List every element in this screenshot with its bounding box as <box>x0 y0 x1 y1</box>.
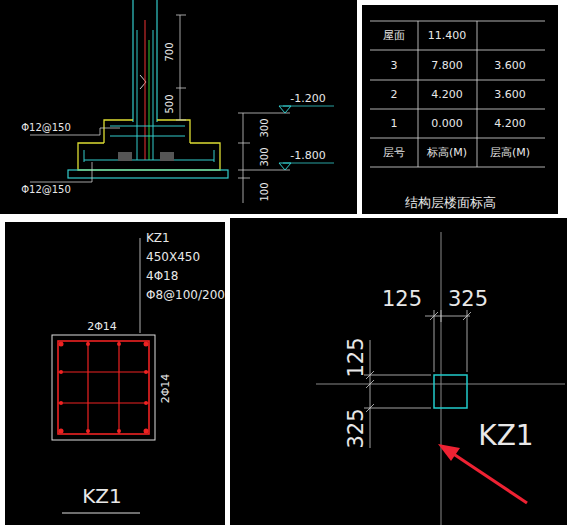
dimension-label: 2Φ14 <box>161 373 172 403</box>
dimension-label: 2Φ14 <box>87 321 117 332</box>
table-grid <box>370 21 545 167</box>
dimension-label: Φ12@150 <box>21 123 71 133</box>
dimension-label: -1.800 <box>290 150 325 161</box>
dimension-label: 500 <box>165 94 175 113</box>
dimension-label: KZ1 <box>146 232 170 244</box>
dimension-label: 300 <box>260 147 270 166</box>
panel <box>362 5 558 214</box>
panel <box>230 218 567 525</box>
column-section <box>52 238 155 513</box>
dimension-label: 300 <box>260 118 270 137</box>
dimension-label: 100 <box>260 182 270 201</box>
dimension-label: 7.800 <box>431 60 463 71</box>
dimension-label: 3 <box>391 60 398 71</box>
dimension-label: 3.600 <box>494 89 526 100</box>
dimension-label: -1.200 <box>290 93 325 104</box>
panel <box>5 222 225 525</box>
dimension-label: 325 <box>448 289 488 310</box>
dimension-label: 325 <box>346 408 367 448</box>
dimension-label: 标高(M) <box>427 147 467 158</box>
column-plan <box>316 232 565 525</box>
dimension-label: 450X450 <box>146 251 200 263</box>
dimension-label: 结构层楼面标高 <box>405 196 496 209</box>
dimension-label: 4.200 <box>431 89 463 100</box>
dimension-label: Φ12@150 <box>21 185 71 195</box>
dimension-label: 3.600 <box>494 60 526 71</box>
dimension-label: 1 <box>391 118 398 129</box>
dimension-label: 层号 <box>383 147 405 158</box>
dimension-label: 11.400 <box>428 30 467 41</box>
dimension-label: 屋面 <box>383 30 405 41</box>
dimension-label: KZ1 <box>478 422 533 450</box>
dimension-label: 700 <box>165 42 175 61</box>
foundation-section <box>30 0 334 203</box>
dimension-label: 125 <box>346 337 367 377</box>
dimension-label: 2 <box>391 89 398 100</box>
dimension-label: 0.000 <box>431 118 463 129</box>
dimension-label: KZ1 <box>82 486 122 506</box>
dimension-label: 125 <box>382 289 422 310</box>
panel <box>0 0 357 214</box>
dimension-label: Φ8@100/200 <box>146 289 225 301</box>
dimension-label: 4.200 <box>494 118 526 129</box>
dimension-label: 层高(M) <box>490 147 530 158</box>
dimension-label: 4Φ18 <box>146 270 178 282</box>
